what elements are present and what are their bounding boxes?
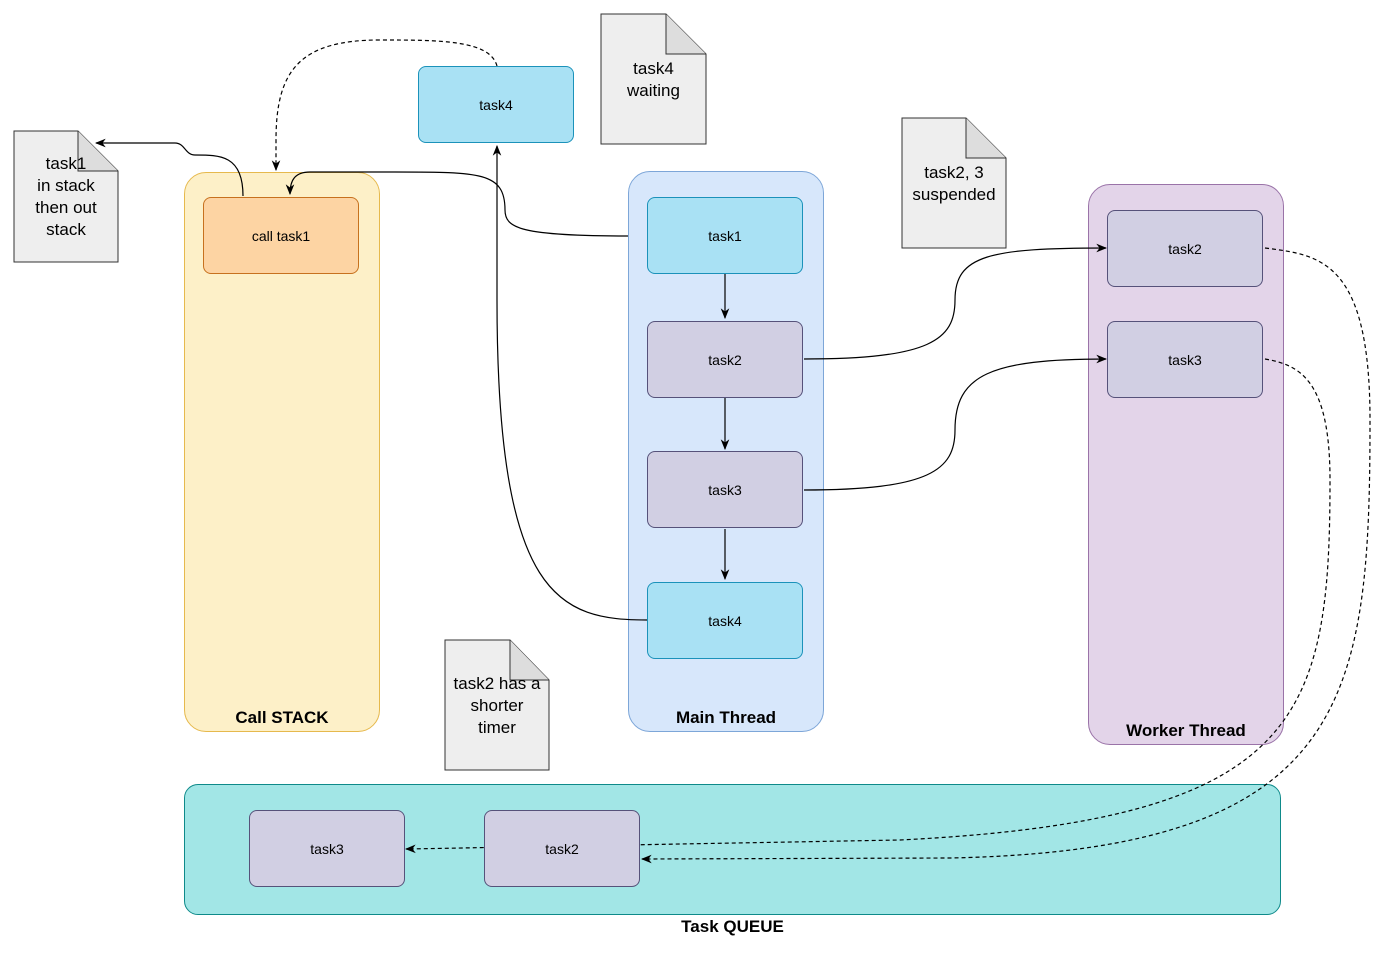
- edge-main-task1-to-call-task1: [285, 171, 629, 237]
- note-line: then out: [35, 198, 97, 217]
- queue-task2-label: task2: [545, 840, 579, 857]
- edge-call-task1-to-note: [94, 138, 244, 197]
- worker-task2-label: task2: [1168, 240, 1202, 257]
- main-task2-label: task2: [708, 351, 742, 368]
- note-line: shorter: [470, 696, 524, 715]
- main-task3-box[interactable]: task3: [647, 451, 803, 528]
- main-thread-label: Main Thread: [675, 708, 777, 727]
- edge-main-task2-to-worker-task2: [803, 243, 1108, 360]
- note-task2-3-suspended: task2, 3 suspended: [902, 162, 1006, 206]
- call-task1-label: call task1: [251, 227, 311, 244]
- queue-task3-label: task3: [310, 840, 344, 857]
- edge-worker-task2-to-queue-task2: [640, 247, 1371, 864]
- note-line: task2, 3: [924, 163, 984, 182]
- queue-task3-box[interactable]: task3: [249, 810, 405, 887]
- note-line: task1: [45, 154, 87, 173]
- queue-task2-box[interactable]: task2: [484, 810, 640, 887]
- note-line: in stack: [37, 176, 95, 195]
- main-task4-label: task4: [708, 612, 742, 629]
- worker-thread-label: Worker Thread: [1126, 721, 1246, 740]
- main-task1-box[interactable]: task1: [647, 197, 803, 274]
- note-task2-3-suspended-shape: [901, 117, 1007, 249]
- edge-floating-task4-to-call-task1: [271, 39, 498, 172]
- note-task2-timer-shape: [444, 639, 550, 771]
- task-queue-label: Task QUEUE: [681, 917, 784, 936]
- note-task1-stack: task1 in stack then out stack: [14, 153, 118, 241]
- note-line: task2 has a: [453, 674, 541, 693]
- call-task1-box[interactable]: call task1: [203, 197, 359, 274]
- worker-task2-box[interactable]: task2: [1107, 210, 1263, 287]
- edge-worker-task3-to-queue-task3: [404, 358, 1331, 854]
- floating-task4-label: task4: [479, 96, 513, 113]
- note-line: task4: [633, 59, 674, 78]
- note-line: waiting: [627, 81, 680, 100]
- edge-main-task3-to-worker-task3: [803, 354, 1108, 491]
- note-line: suspended: [912, 185, 996, 204]
- note-task2-timer: task2 has a shorter timer: [445, 673, 549, 739]
- main-task3-label: task3: [708, 481, 742, 498]
- main-task4-box[interactable]: task4: [647, 582, 803, 659]
- note-task4-waiting-shape: [600, 13, 707, 145]
- note-line: stack: [46, 220, 86, 239]
- floating-task4-box[interactable]: task4: [418, 66, 574, 143]
- worker-task3-box[interactable]: task3: [1107, 321, 1263, 398]
- note-task1-stack-shape: [13, 130, 119, 263]
- call-stack-label: Call STACK: [235, 708, 329, 727]
- note-line: timer: [478, 718, 516, 737]
- edge-main-task4-to-floating-task4: [492, 144, 649, 621]
- main-task1-label: task1: [708, 227, 742, 244]
- worker-task3-label: task3: [1168, 351, 1202, 368]
- note-task4-waiting: task4 waiting: [601, 58, 706, 102]
- main-task2-box[interactable]: task2: [647, 321, 803, 398]
